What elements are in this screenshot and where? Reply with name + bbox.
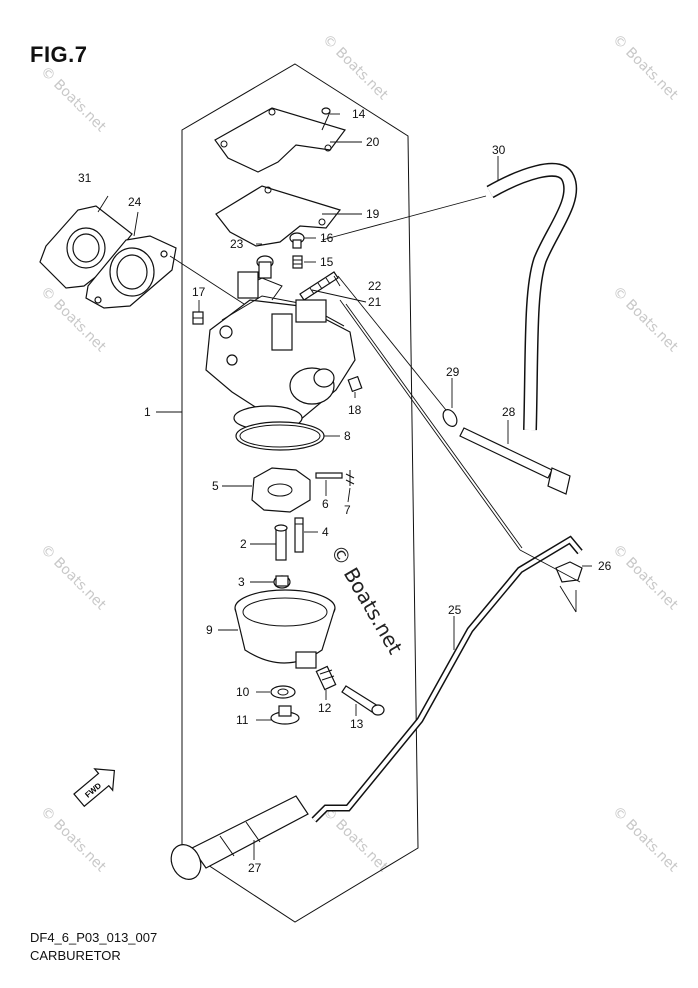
callout-3: 3: [238, 575, 245, 589]
watermark-5: © Boats.net: [609, 284, 681, 356]
callout-20: 20: [366, 135, 380, 149]
drain-bolt-11: [270, 705, 300, 725]
watermark-7: © Boats.net: [609, 542, 681, 614]
jet-17: [192, 311, 204, 325]
gasket-10: [270, 685, 296, 699]
watermark-3: © Boats.net: [37, 64, 109, 136]
diagram-caption: CARBURETOR: [30, 948, 121, 963]
leader-lines: [97, 113, 592, 860]
callout-17: 17: [192, 285, 206, 299]
callout-2: 2: [240, 537, 247, 551]
needle-23: [256, 255, 274, 279]
washer-29: [442, 409, 458, 427]
needle-valve-4: [294, 517, 304, 553]
callout-29: 29: [446, 365, 460, 379]
callout-11: 11: [236, 713, 249, 727]
spring-15: [292, 255, 303, 269]
watermark-10: © Boats.net: [319, 804, 391, 876]
callout-30: 30: [492, 143, 506, 157]
watermark-1: © Boats.net: [319, 32, 391, 104]
figure-title: FIG.7: [30, 42, 88, 67]
callout-22: 22: [368, 279, 382, 293]
watermark-6: © Boats.net: [37, 542, 109, 614]
callout-21: 21: [368, 295, 382, 309]
callout-26: 26: [598, 559, 612, 573]
assembly-outline: [181, 63, 419, 923]
carburetor-body-1: [205, 271, 356, 431]
callout-8: 8: [344, 429, 351, 443]
cover-20: [214, 107, 346, 173]
bolt-28: [459, 427, 571, 495]
callout-12: 12: [318, 701, 332, 715]
callout-23: 23: [230, 237, 244, 251]
jet-3: [273, 575, 291, 589]
callout-18: 18: [348, 403, 362, 417]
callout-5: 5: [212, 479, 219, 493]
callout-6: 6: [322, 497, 329, 511]
diaphragm-19: [215, 185, 342, 247]
screw-13: [341, 685, 385, 716]
callout-7: 7: [344, 503, 351, 517]
callout-16: 16: [320, 231, 334, 245]
callout-27: 27: [248, 861, 262, 875]
callout-10: 10: [236, 685, 250, 699]
watermark-8: © Boats.net: [37, 804, 109, 876]
callout-28: 28: [502, 405, 516, 419]
choke-knob-27: [170, 795, 309, 880]
clip-7: [345, 470, 355, 486]
screw-22: [299, 271, 339, 301]
screw-14: [321, 107, 331, 131]
callout-1: 1: [144, 405, 151, 419]
diagram-code: DF4_6_P03_013_007: [30, 930, 158, 945]
o-ring-8: [235, 421, 325, 451]
callout-4: 4: [322, 525, 329, 539]
screw-16: [289, 232, 305, 249]
watermark-9: © Boats.net: [609, 804, 681, 876]
float-5: [251, 467, 311, 513]
callout-9: 9: [206, 623, 213, 637]
callout-13: 13: [350, 717, 364, 731]
callout-14: 14: [352, 107, 366, 121]
plug-18: [347, 375, 363, 393]
callout-24: 24: [128, 195, 142, 209]
callout-25: 25: [448, 603, 462, 617]
float-bowl-9: [234, 589, 336, 669]
watermark-2: © Boats.net: [609, 32, 681, 104]
spring-12: [315, 665, 337, 691]
gasket-31: [39, 205, 133, 289]
main-jet-2: [274, 524, 288, 561]
center-watermark: © Boats.net: [326, 541, 408, 659]
callout-15: 15: [320, 255, 334, 269]
callout-31: 31: [78, 171, 92, 185]
fwd-arrow-icon: FWD: [73, 768, 116, 808]
callout-19: 19: [366, 207, 380, 221]
clip-26: [555, 561, 583, 583]
gasket-24: [85, 235, 177, 309]
watermarks: © Boats.net © Boats.net © Boats.net © Bo…: [37, 32, 681, 876]
pin-6: [315, 472, 343, 479]
callout-labels: 1 2 3 4 5 6 7 8 9 10 11 12 13 14 15 16 1…: [78, 107, 612, 875]
